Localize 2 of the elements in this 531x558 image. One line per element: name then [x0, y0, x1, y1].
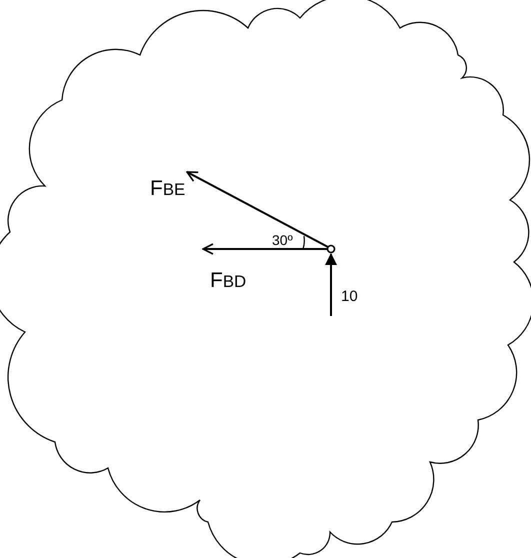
angle-label: 30º [272, 233, 293, 247]
force-value: 10 [341, 289, 358, 304]
